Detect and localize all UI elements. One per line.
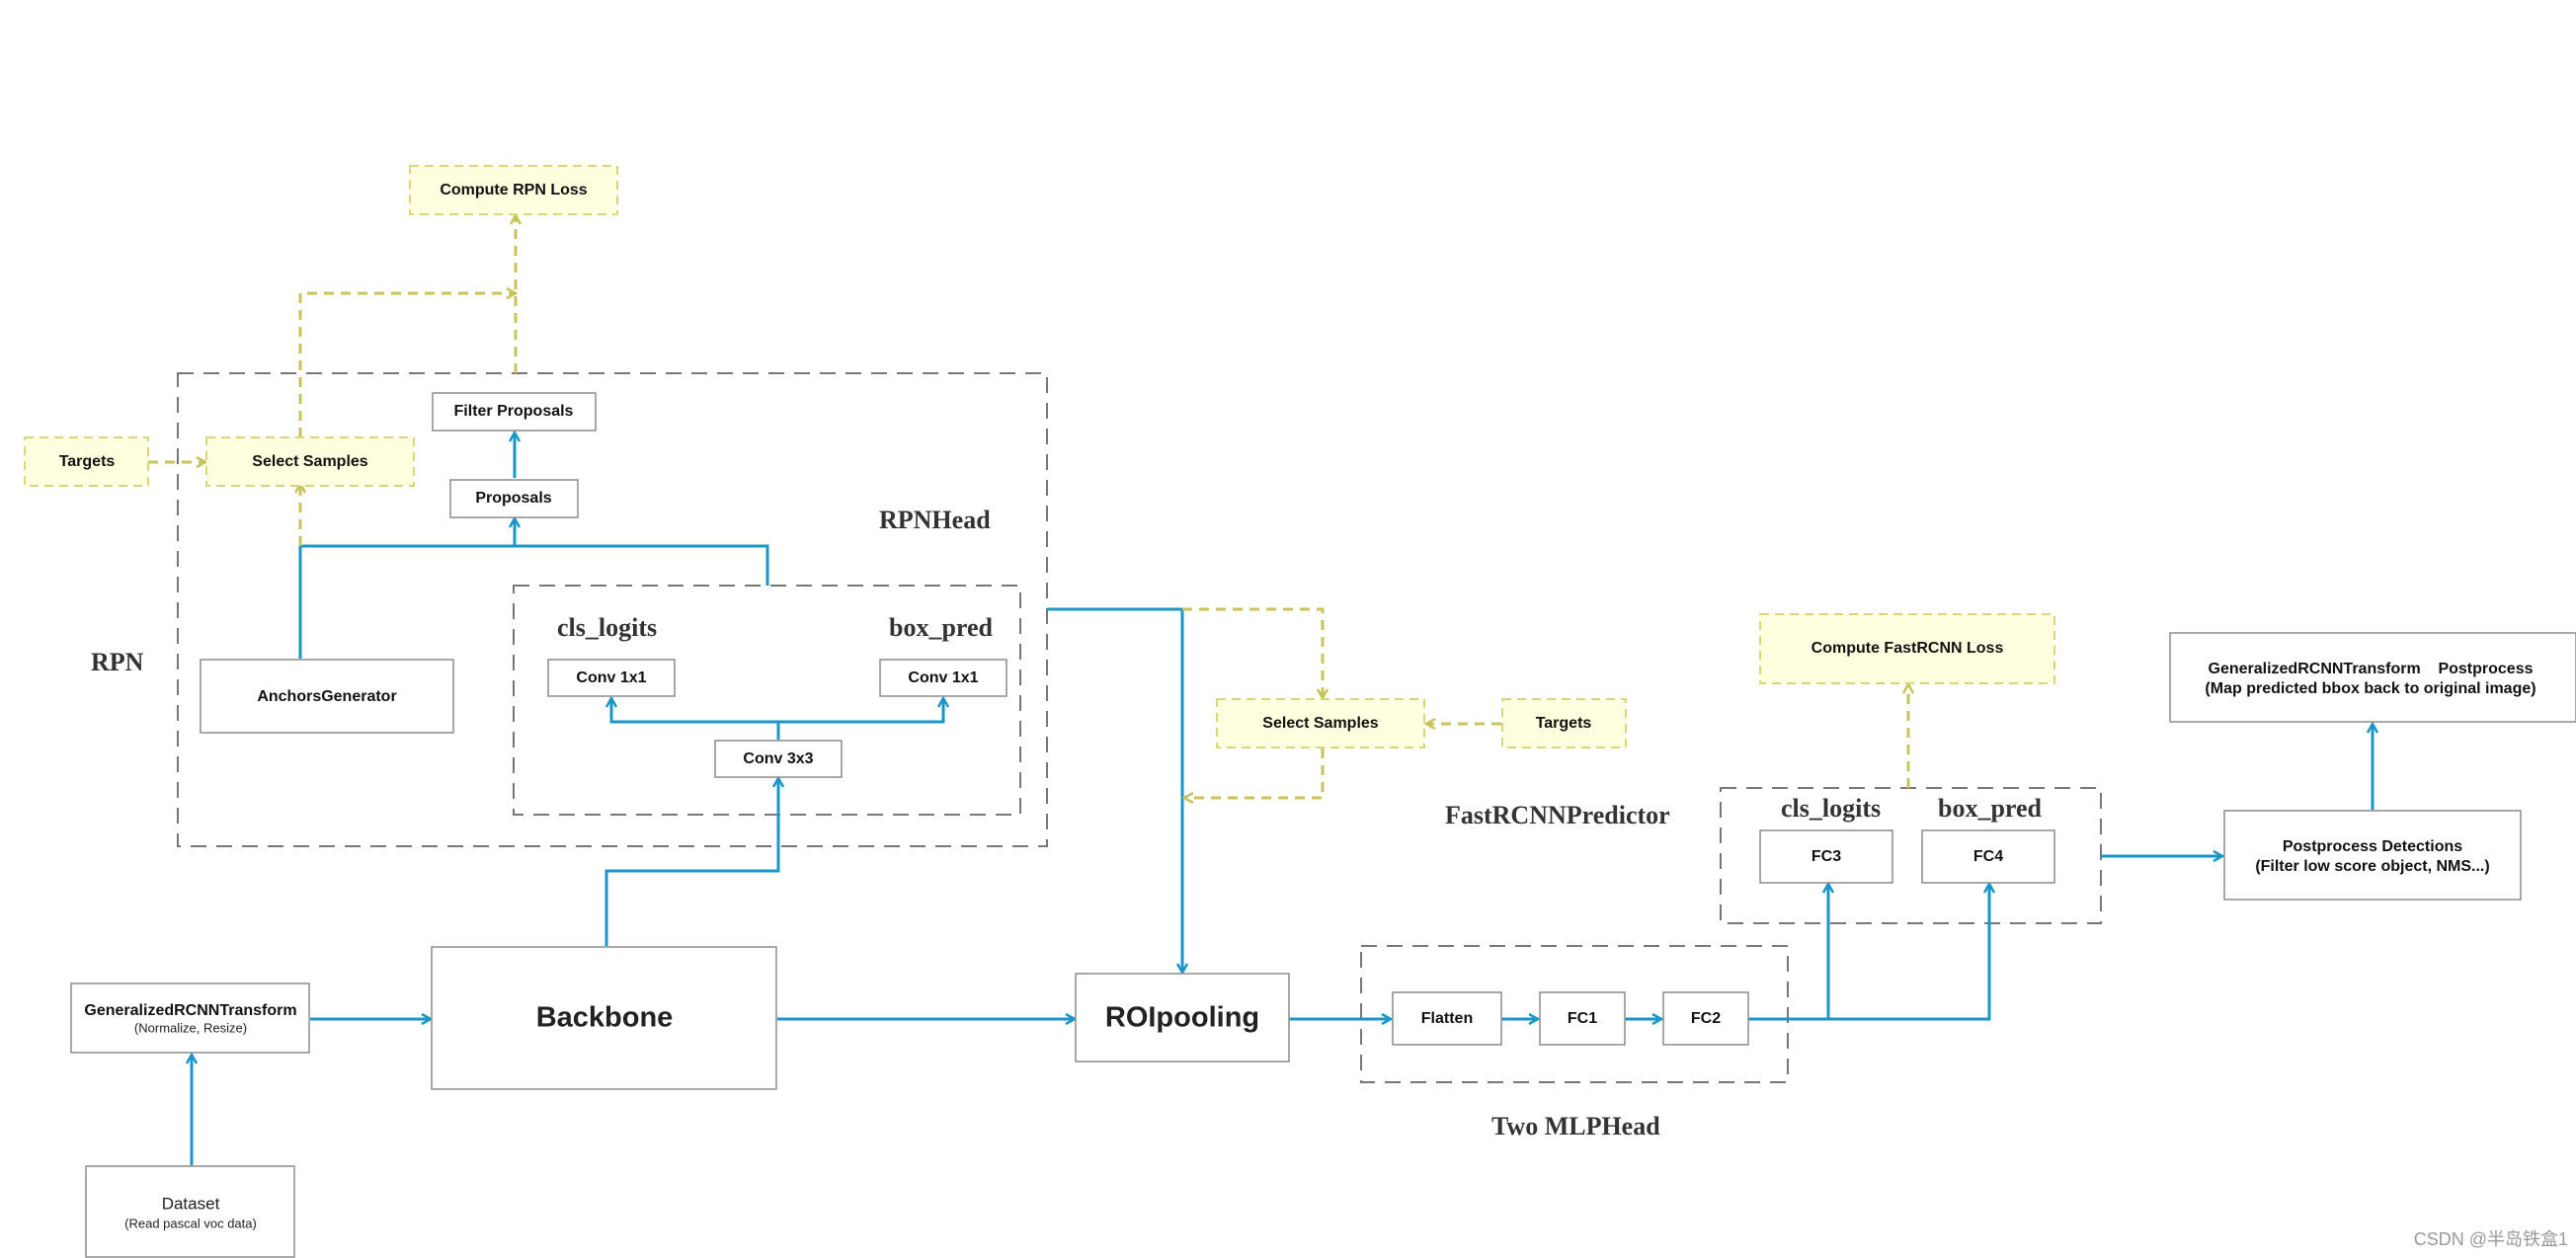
rpn-box-pred-label: box_pred [889,613,994,642]
pred-box-pred-label: box_pred [1938,794,2043,823]
rpn-conv3x3-box [714,740,843,778]
flow-rpn-to-roipooling [1047,607,1182,973]
rpn-group-label: RPN [91,648,144,676]
compute-fastrcnn-loss-label: Compute FastRCNN Loss [1811,640,2004,657]
transform-postprocess-subtitle: (Map predicted bbox back to original ima… [2205,680,2536,697]
dataset-subtitle: (Read pascal voc data) [124,1216,257,1230]
rpn-conv3x3-label: Conv 3x3 [743,750,813,767]
anchors-generator-box [200,659,454,734]
targets-rpn-label: Targets [59,453,116,470]
postprocess-detections-box [2223,810,2522,901]
rpn-conv-cls-label: Conv 1x1 [576,669,646,686]
two-mlp-head-group-label: Two MLPHead [1491,1112,1660,1140]
flow-anchors-to-proposals [298,544,515,659]
rpn-conv-box-label: Conv 1x1 [908,669,978,686]
postprocess-detections-subtitle: (Filter low score object, NMS...) [2255,858,2489,875]
backbone-label: Backbone [536,1002,674,1034]
postprocess-detections-title: Postprocess Detections [2283,838,2462,855]
rpn-cls-logits-label: cls_logits [557,613,657,642]
fc3-label: FC3 [1811,848,1841,865]
transform-box [70,983,310,1054]
transform-subtitle: (Normalize, Resize) [134,1020,247,1035]
transform-postprocess-box [2169,632,2576,723]
select-samples-rpn-box [205,436,415,487]
roi-pooling-label: ROIpooling [1105,1002,1259,1034]
select-samples-roi-box [1216,698,1425,748]
loss-rpn-to-select-samples-roi [1182,607,1323,698]
fast-rcnn-predictor-group-frame [1720,787,2102,924]
proposals-label: Proposals [475,490,551,507]
rpn-conv-cls-box [547,659,676,697]
flatten-box [1392,991,1502,1046]
fc2-label: FC2 [1691,1010,1721,1027]
select-samples-roi-label: Select Samples [1262,715,1379,732]
rpn-head-group-label: RPNHead [879,506,991,534]
loss-select-samples-roi-to-roipooling-path [1184,748,1325,798]
filter-proposals-label: Filter Proposals [454,403,574,420]
fast-rcnn-predictor-group-label: FastRCNNPredictor [1445,801,1670,829]
compute-rpn-loss-label: Compute RPN Loss [440,182,587,198]
flow-fc2-to-fc3 [1748,884,1828,1021]
transform-postprocess-title: GeneralizedRCNNTransform Postprocess [2209,661,2534,677]
transform-title: GeneralizedRCNNTransform [84,1002,296,1019]
proposals-box [449,479,579,518]
flatten-label: Flatten [1421,1010,1473,1027]
compute-fastrcnn-loss-box [1759,613,2055,684]
fc2-box [1662,991,1749,1046]
flow-backbone-to-conv3x3 [604,778,778,946]
rpn-conv-box-box [879,659,1007,697]
fc4-label: FC4 [1973,848,2003,865]
filter-proposals-box [432,392,597,432]
flow-rpn-head-to-proposals [515,518,769,586]
rpn-head-group-frame [513,585,1021,816]
targets-roi-box [1501,698,1627,748]
targets-rpn-box [24,436,149,487]
compute-rpn-loss-box [409,165,618,215]
loss-select-samples-to-rpn-loss [298,293,516,437]
backbone-box [431,946,777,1090]
flow-fc2-to-fc4 [1828,884,1989,1021]
two-mlp-head-group-frame [1360,945,1789,1083]
pred-cls-logits-label: cls_logits [1781,794,1881,823]
roi-pooling-box [1075,973,1290,1062]
select-samples-rpn-label: Select Samples [252,453,368,470]
dataset-box [85,1165,295,1258]
fc3-box [1759,829,1893,884]
watermark: CSDN @半岛铁盒1 [2414,1229,2568,1249]
dataset-title: Dataset [162,1194,220,1213]
anchors-generator-label: AnchorsGenerator [257,688,396,705]
fc1-label: FC1 [1568,1010,1597,1027]
flow-conv3x3-to-conv-cls [611,698,780,740]
targets-roi-label: Targets [1536,715,1592,732]
flow-conv3x3-to-conv-box [778,698,943,724]
fc4-box [1921,829,2055,884]
fc1-box [1539,991,1626,1046]
